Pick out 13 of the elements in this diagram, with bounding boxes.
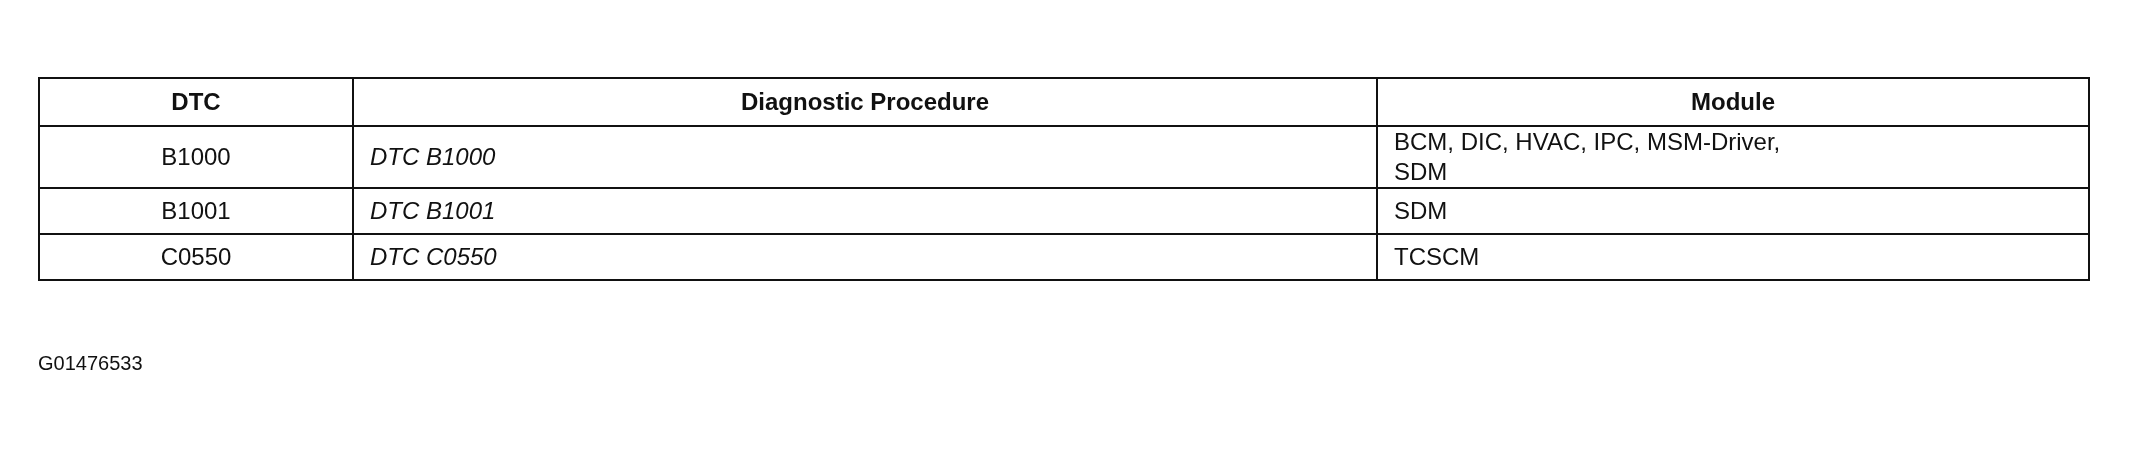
dtc-code: C0550 [39,234,353,280]
dtc-code: B1001 [39,188,353,234]
procedure-reference: DTC B1000 [353,126,1377,188]
module-list: SDM [1377,188,2089,234]
procedure-reference: DTC B1001 [353,188,1377,234]
dtc-code: B1000 [39,126,353,188]
procedure-reference: DTC C0550 [353,234,1377,280]
column-header: Diagnostic Procedure [353,78,1377,126]
module-list: BCM, DIC, HVAC, IPC, MSM-Driver, SDM [1377,126,2089,188]
column-header: Module [1377,78,2089,126]
figure-code: G01476533 [38,352,143,375]
column-header: DTC [39,78,353,126]
module-list: TCSCM [1377,234,2089,280]
